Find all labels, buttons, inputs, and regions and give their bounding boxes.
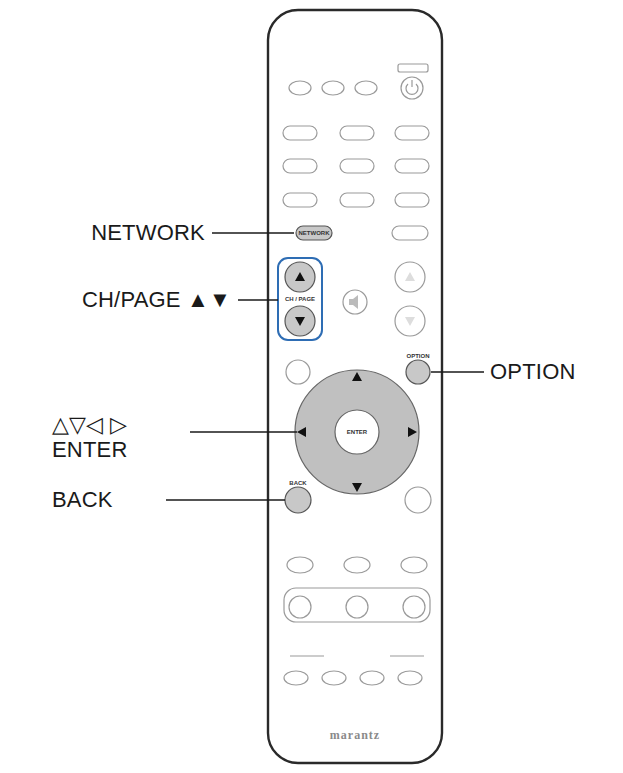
input-button	[283, 159, 317, 173]
input-button	[340, 193, 374, 207]
input-button	[340, 159, 374, 173]
callout-label: △▽◁ ▷ ENTER	[52, 412, 182, 463]
input-button	[283, 126, 317, 140]
input-button	[395, 159, 429, 173]
input-button	[395, 193, 429, 207]
input-button	[395, 126, 429, 140]
brand-logo: marantz	[330, 728, 380, 743]
callout-label: BACK	[52, 487, 113, 513]
callout-label: NETWORK	[91, 220, 205, 246]
button-text: OPTION	[406, 353, 429, 359]
input-button	[340, 126, 374, 140]
button-text: CH / PAGE	[285, 296, 315, 302]
callout-label: CH/PAGE ▲▼	[82, 287, 231, 313]
button-text: NETWORK	[299, 230, 330, 236]
button-text: ENTER	[347, 429, 367, 435]
button-text: BACK	[289, 480, 306, 486]
input-button	[283, 193, 317, 207]
callout-label: OPTION	[490, 359, 576, 385]
